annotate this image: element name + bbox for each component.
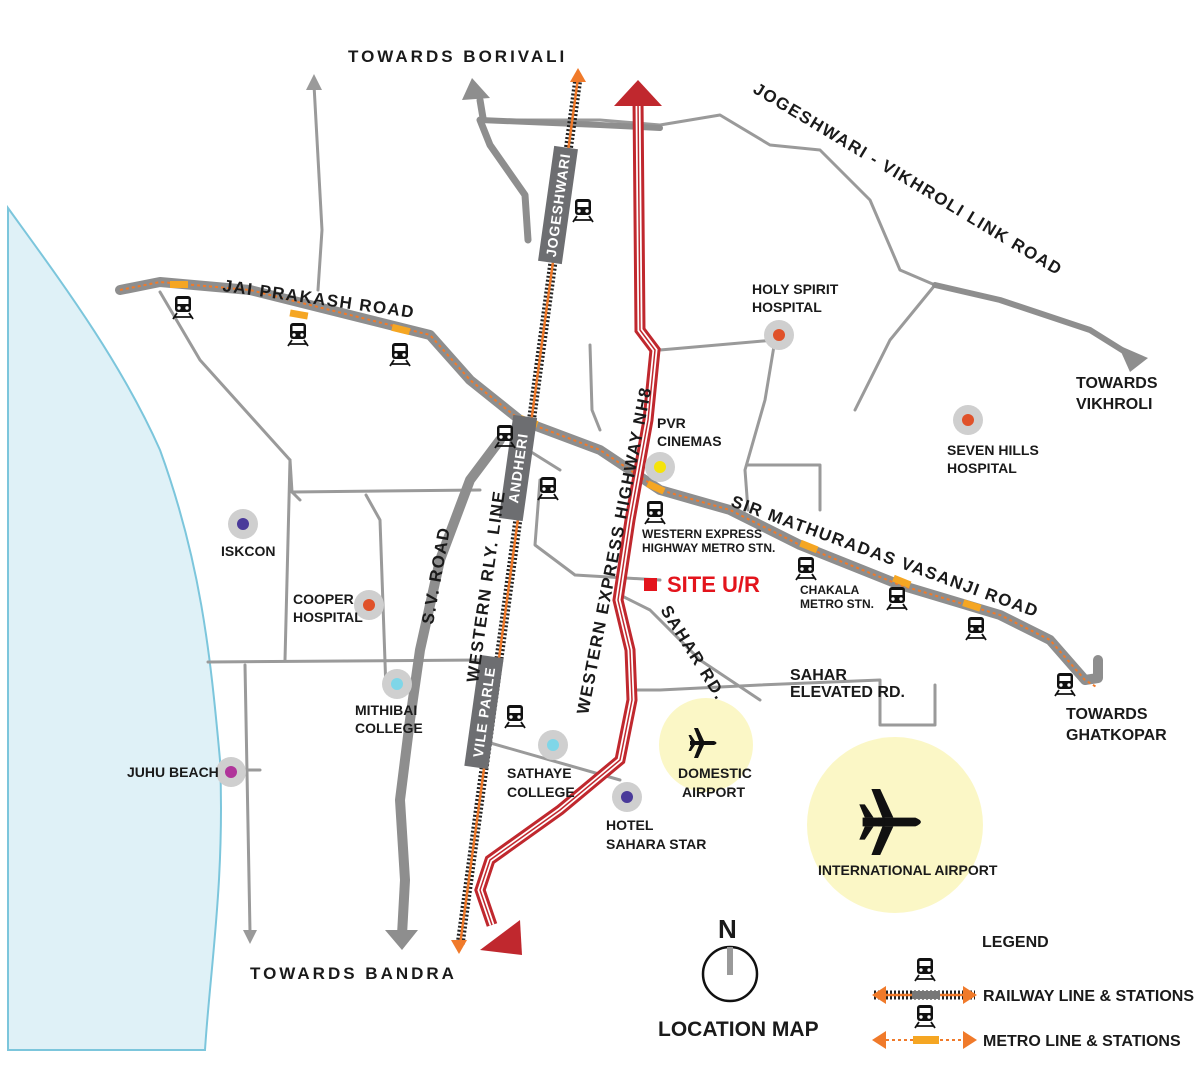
label-seven-hills-1: SEVEN HILLS: [947, 442, 1039, 458]
landmark-markers: [216, 320, 983, 812]
legend-metro: METRO LINE & STATIONS: [983, 1033, 1181, 1050]
label-domestic-airport-2: AIRPORT: [682, 784, 745, 800]
station-badge-andheri: ANDHERI: [498, 414, 538, 522]
station-badge-jogeshwari: JOGESHWARI: [538, 145, 578, 265]
label-sahara-2: SAHARA STAR: [606, 836, 706, 852]
sv-road-arrow: [385, 930, 418, 950]
western-express-highway: [474, 99, 661, 927]
seven-hills-dot: [962, 414, 974, 426]
label-towards-vikhroli-1: TOWARDS: [1076, 375, 1158, 392]
holy-spirit-dot: [773, 329, 785, 341]
label-sv-road: S.V. ROAD: [418, 525, 454, 626]
label-mithibai-1: MITHIBAI: [355, 702, 417, 718]
label-sahar-elevated-1: SAHAR: [790, 667, 847, 684]
label-iskcon: ISKCON: [221, 543, 275, 559]
label-towards-bandra: TOWARDS BANDRA: [250, 964, 457, 983]
label-chakala-2: METRO STN.: [800, 597, 874, 611]
legend: LEGEND RAILWAY LINE & STATIONS METRO LIN…: [872, 934, 1194, 1050]
borivali-arrow: [462, 78, 490, 100]
highway-arrow-south: [480, 920, 522, 955]
highway-arrow-north: [614, 80, 662, 106]
legend-railway: RAILWAY LINE & STATIONS: [983, 988, 1194, 1005]
vikhroli-arrow: [1118, 345, 1148, 372]
label-towards-ghatkopar-1: TOWARDS: [1066, 706, 1148, 723]
mithibai-dot: [391, 678, 403, 690]
rail-arrow-south: [451, 940, 467, 954]
label-sahar-elevated-2: ELEVATED RD.: [790, 684, 905, 701]
sv-arrow-n: [306, 74, 322, 90]
cooper-dot: [363, 599, 375, 611]
compass-north-label: N: [718, 914, 737, 944]
label-towards-borivali: TOWARDS BORIVALI: [348, 47, 567, 66]
label-cooper-2: HOSPITAL: [293, 609, 363, 625]
label-chakala-1: CHAKALA: [800, 583, 860, 597]
compass: N: [701, 914, 759, 1003]
iskcon-dot: [237, 518, 249, 530]
label-jvlr: JOGESHWARI - VIKHROLI LINK ROAD: [750, 79, 1066, 279]
label-sahara-1: HOTEL: [606, 817, 654, 833]
sahara-dot: [621, 791, 633, 803]
label-towards-ghatkopar-2: GHATKOPAR: [1066, 727, 1167, 744]
pvr-dot: [654, 461, 666, 473]
label-cooper-1: COOPER: [293, 591, 354, 607]
label-mithibai-2: COLLEGE: [355, 720, 423, 736]
label-weh-metro-1: WESTERN EXPRESS: [642, 527, 762, 541]
juhu-road-arrow: [243, 930, 257, 944]
label-seven-hills-2: HOSPITAL: [947, 460, 1017, 476]
label-holy-spirit-1: HOLY SPIRIT: [752, 281, 839, 297]
label-weh-metro-2: HIGHWAY METRO STN.: [642, 541, 775, 555]
metro-line: [119, 280, 1099, 689]
label-towards-vikhroli-2: VIKHROLI: [1076, 396, 1152, 413]
label-domestic-airport-1: DOMESTIC: [678, 765, 752, 781]
rail-arrow-north: [570, 68, 586, 82]
train-icon: [914, 957, 936, 982]
sea: [7, 204, 222, 1051]
site-marker: [644, 578, 657, 591]
legend-title: LEGEND: [982, 934, 1049, 951]
site-label: SITE U/R: [667, 572, 760, 597]
label-holy-spirit-2: HOSPITAL: [752, 299, 822, 315]
label-juhu: JUHU BEACH: [127, 764, 219, 780]
label-international-airport: INTERNATIONAL AIRPORT: [818, 862, 998, 878]
road-network: [158, 83, 937, 934]
label-sathaye-2: COLLEGE: [507, 784, 575, 800]
sathaye-dot: [547, 739, 559, 751]
train-icon: [914, 1004, 936, 1029]
map-title: LOCATION MAP: [658, 1018, 819, 1041]
label-mv-road: SIR MATHURADAS VASANJI ROAD: [729, 492, 1042, 621]
label-sathaye-1: SATHAYE: [507, 765, 572, 781]
label-pvr-1: PVR: [657, 415, 686, 431]
juhu-dot: [225, 766, 237, 778]
label-pvr-2: CINEMAS: [657, 433, 722, 449]
